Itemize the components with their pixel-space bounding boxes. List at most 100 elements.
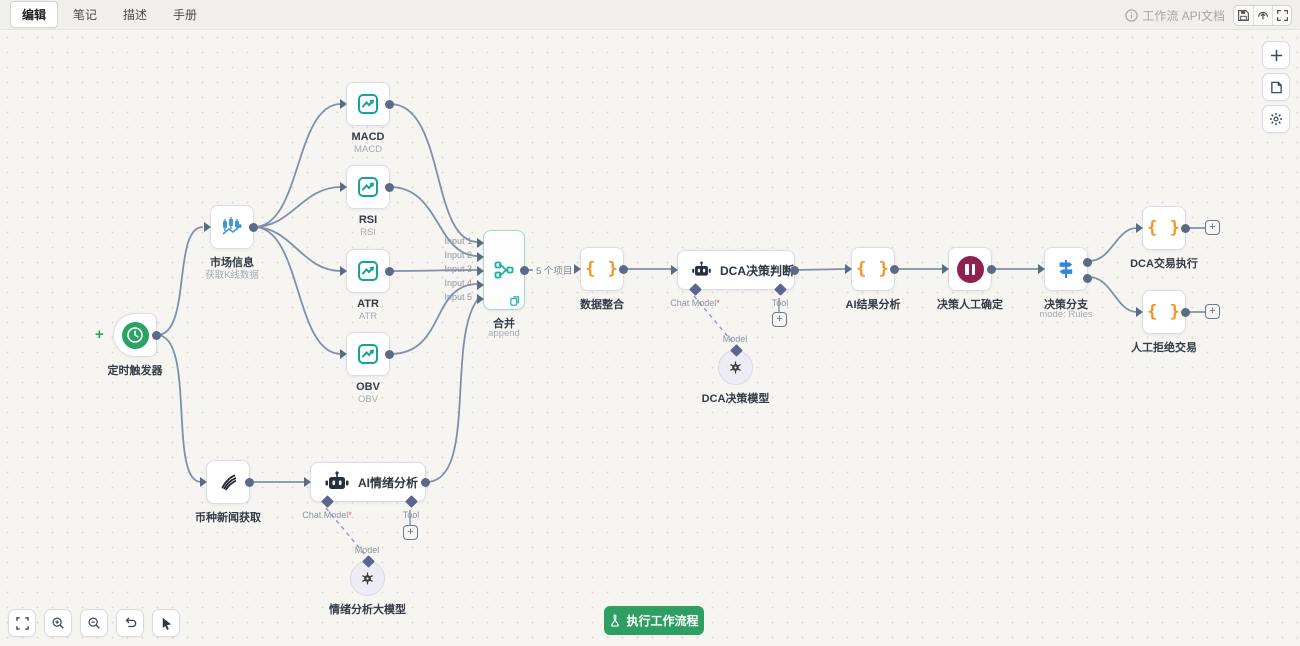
input-port[interactable] [340,182,347,192]
note-icon [1270,81,1282,93]
publish-button[interactable] [1253,5,1272,25]
add-next-node-button[interactable]: + [1205,304,1220,319]
input-port[interactable] [340,349,347,359]
input-port[interactable] [574,264,581,274]
fullscreen-button[interactable] [1272,5,1291,25]
node-ai-result[interactable]: { } AI结果分析 [845,247,901,311]
input-port[interactable] [942,264,949,274]
input-port-1[interactable] [477,238,484,248]
node-timer-trigger[interactable]: + 定时触发器 [95,313,163,377]
input-port[interactable] [1136,307,1143,317]
input-port[interactable] [1136,223,1143,233]
node-macd[interactable]: MACD MACD [340,82,394,155]
model-port-label: Model [354,545,380,555]
output-port[interactable] [385,349,394,359]
input-port[interactable] [845,264,852,274]
tab-description[interactable]: 描述 [123,8,148,22]
model-port[interactable] [362,555,375,568]
add-tool-button[interactable]: + [772,312,787,327]
output-port[interactable] [385,266,394,276]
node-manual-reject[interactable]: { } 人工拒绝交易 + [1131,290,1220,354]
fit-view-button[interactable] [8,609,36,637]
undo-button[interactable] [116,609,144,637]
output-port[interactable] [421,477,430,487]
input-port[interactable] [340,99,347,109]
input-port[interactable] [671,265,678,275]
save-button[interactable] [1234,6,1253,25]
node-label: 币种新闻获取 [195,512,261,524]
pointer-mode-button[interactable] [152,609,180,637]
edge-timer-news [156,334,202,483]
node-label: RSI [358,214,378,226]
node-rsi[interactable]: RSI RSI [340,165,394,238]
output-port[interactable] [245,477,254,487]
workflow-api-docs-link[interactable]: 工作流 API文档 [1125,7,1225,24]
node-merge[interactable]: 合并 append [477,230,529,339]
line-chart-icon [358,261,378,281]
add-next-node-button[interactable]: + [1205,220,1220,235]
merge-subitems-icon [510,296,519,306]
output-port[interactable] [520,265,529,275]
node-sentiment-model[interactable]: Model 情绪分析大模型 [329,545,406,616]
node-human-confirm[interactable]: 决策人工确定 [937,247,1003,311]
tab-manual[interactable]: 手册 [173,8,198,22]
output-port[interactable] [1181,307,1190,317]
tool-port[interactable] [774,283,787,296]
line-chart-icon [358,94,378,114]
node-news-fetch[interactable]: 币种新闻获取 [195,460,261,524]
node-label: MACD [351,131,385,143]
output-port[interactable] [249,222,258,232]
output-port[interactable] [385,99,394,109]
model-port[interactable] [730,344,743,357]
braces-icon: { } [585,259,619,279]
output-port[interactable] [152,330,161,340]
node-atr[interactable]: ATR ATR [340,249,394,322]
node-market-info[interactable]: 市场信息 获取K线数据 [204,205,259,281]
output-port[interactable] [1181,223,1190,233]
output-port[interactable] [790,265,799,275]
settings-button[interactable] [1262,105,1290,133]
output-port-false[interactable] [1083,273,1092,283]
zoom-in-button[interactable] [44,609,72,637]
input-port-4[interactable] [477,280,484,290]
output-port[interactable] [619,264,628,274]
input-port-3[interactable] [477,266,484,276]
node-dca-decision[interactable]: DCA决策判断 Chat Model* Tool + [670,250,799,327]
input-port[interactable] [1038,264,1045,274]
node-obv[interactable]: OBV OBV [340,332,394,405]
chat-model-port[interactable] [689,283,702,296]
openai-icon [730,361,741,374]
node-data-integrate[interactable]: { } 数据整合 [574,247,628,311]
chat-model-port[interactable] [321,495,334,508]
output-port[interactable] [987,264,996,274]
node-dca-model[interactable]: Model DCA决策模型 [702,334,770,405]
node-sublabel: RSI [360,227,376,238]
input-port-2[interactable] [477,252,484,262]
output-port[interactable] [890,264,899,274]
input-port-5[interactable] [477,294,484,304]
output-port[interactable] [385,182,394,192]
merge-input-label-1: Input 1 [444,236,472,246]
output-port-true[interactable] [1083,257,1092,267]
workflow-canvas[interactable]: + 定时触发器 市场信息 获取K线数据 MACD MACD [0,30,1300,646]
run-workflow-button[interactable]: 执行工作流程 [604,606,704,635]
input-port[interactable] [340,266,347,276]
add-trigger-plus-button[interactable]: + [95,326,104,343]
node-ai-sentiment[interactable]: AI情绪分析 Chat Model* Tool + [302,462,430,540]
tool-port[interactable] [405,495,418,508]
node-sublabel: 获取K线数据 [205,270,259,281]
input-port[interactable] [304,477,311,487]
sticky-note-button[interactable] [1262,73,1290,101]
robot-icon [325,471,349,489]
input-port[interactable] [200,477,207,487]
add-tool-button[interactable]: + [403,525,418,540]
node-decision-branch[interactable]: 决策分支 mode: Rules [1038,247,1093,320]
tab-edit[interactable]: 编辑 [10,1,59,28]
node-label: ATR [357,298,379,310]
tab-notes[interactable]: 笔记 [73,8,98,22]
zoom-out-button[interactable] [80,609,108,637]
add-node-button[interactable] [1262,41,1290,69]
openai-icon [362,572,373,585]
input-port[interactable] [204,222,211,232]
node-dca-exec[interactable]: { } DCA交易执行 + [1130,206,1220,270]
